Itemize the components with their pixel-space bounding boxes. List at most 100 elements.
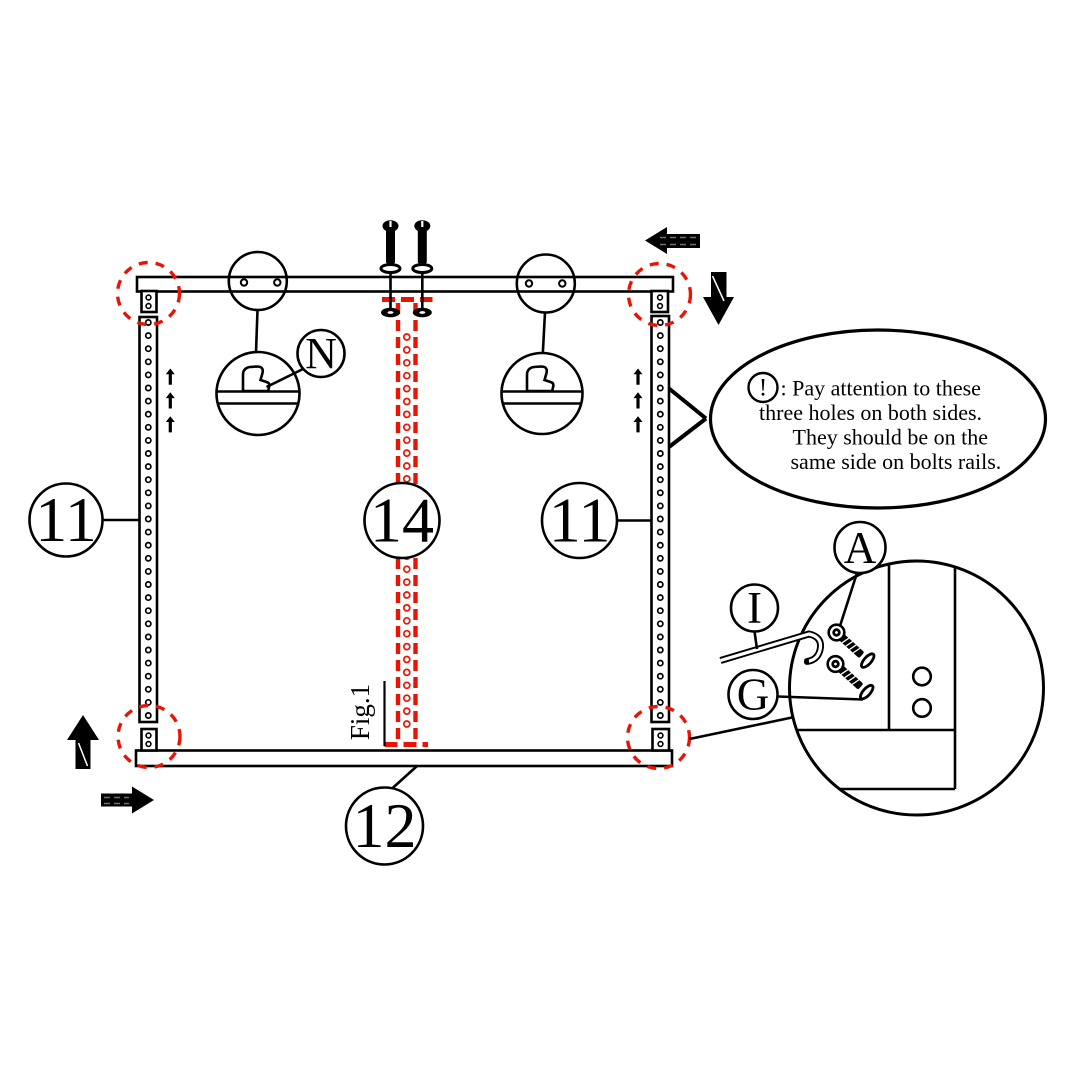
- label-G: G: [737, 670, 770, 720]
- figure-reference: Fig.1: [345, 681, 386, 746]
- small-up-arrow-icon: [165, 368, 175, 385]
- rail-hole: [144, 698, 152, 706]
- rail-hole: [402, 410, 411, 419]
- fig-ref-label: Fig.1: [345, 684, 375, 740]
- frame: [134, 275, 675, 768]
- small-up-arrow-icon: [633, 392, 643, 409]
- rail-hole: [144, 633, 152, 641]
- label-14: 14: [370, 485, 434, 556]
- balloon-14: [363, 481, 441, 560]
- red-dashed-circle-top-right: [626, 261, 693, 328]
- rail-hole: [656, 332, 664, 340]
- balloon-12: [344, 786, 425, 866]
- rail-hole: [656, 463, 664, 471]
- rail-hole: [656, 646, 664, 654]
- rail-hole: [144, 594, 152, 602]
- rail-hole: [144, 423, 152, 431]
- bracket-detail-view-right: [500, 351, 584, 436]
- top-rail: [135, 275, 675, 293]
- rail-hole: [144, 541, 152, 549]
- balloon-A: [833, 520, 887, 575]
- leader-line: [777, 695, 864, 701]
- label-11-left: 11: [35, 484, 97, 555]
- rail-hole: [144, 476, 152, 484]
- rail-hole: [402, 604, 411, 612]
- rail-hole: [402, 384, 411, 393]
- label-N: N: [305, 329, 337, 378]
- rail-hole: [656, 489, 664, 497]
- part-number-balloons: 11 14 11 12: [28, 481, 652, 866]
- bolt-with-washers: [379, 220, 402, 318]
- small-up-arrow-icon: [633, 416, 643, 433]
- detail-bolt-2: [826, 654, 875, 701]
- rail-hole: [402, 668, 411, 677]
- rail-hole: [656, 672, 664, 680]
- label-circle-N: [296, 328, 346, 379]
- leader-line: [838, 572, 859, 627]
- small-up-arrow-icon: [633, 368, 643, 385]
- rail-hole: [656, 423, 664, 431]
- rail-hole: [144, 659, 152, 667]
- rail-hole: [144, 646, 152, 654]
- rail-hole: [144, 712, 152, 719]
- rail-hole: [656, 607, 664, 615]
- rail-hole: [402, 629, 411, 638]
- top-rail-holes: [239, 278, 567, 288]
- washer-icon: [860, 652, 876, 669]
- note-line-3: They should be on the: [793, 425, 989, 450]
- top-bolts: [379, 220, 434, 318]
- alignment-arrows: [165, 368, 643, 433]
- balloon-11-left: [28, 482, 104, 558]
- bracket-top-right: [650, 289, 670, 314]
- balloon-I: [729, 583, 780, 633]
- rail-hole: [656, 476, 664, 484]
- rail-hole: [402, 475, 411, 483]
- rail-hole: [656, 581, 664, 588]
- rail-hole: [144, 672, 152, 680]
- rail-hole: [656, 450, 664, 457]
- label-A: A: [844, 523, 877, 573]
- right-arrow-icon: [101, 786, 154, 814]
- rail-hole: [656, 541, 664, 549]
- rail-hole: [144, 463, 152, 471]
- warning-symbol-circle: [747, 371, 779, 404]
- rail-hole: [144, 450, 152, 457]
- note-bubble: [708, 328, 1048, 510]
- rail-hole: [656, 528, 664, 536]
- rail-hole: [656, 633, 664, 641]
- rail-hole: [656, 685, 664, 693]
- note-pointer: [667, 386, 708, 421]
- rail-hole: [144, 332, 152, 340]
- note-pointer: [667, 416, 708, 449]
- rail-hole: [402, 707, 411, 715]
- rail-hole: [656, 319, 664, 326]
- small-up-arrow-icon: [165, 416, 175, 433]
- rail-hole: [144, 358, 152, 366]
- rail-hole: [402, 591, 411, 599]
- up-arrow-icon: [67, 715, 99, 769]
- rail-hole: [402, 371, 411, 380]
- label-I: I: [747, 583, 762, 633]
- rail-hole: [144, 567, 152, 575]
- rail-hole: [144, 345, 152, 353]
- rail-hole: [144, 489, 152, 497]
- direction-arrows: [67, 227, 734, 814]
- rail-hole: [656, 594, 664, 602]
- hook-tab-icon: [525, 365, 555, 393]
- rail-hole: [402, 333, 411, 341]
- leader-line: [541, 312, 547, 354]
- small-up-arrow-icon: [165, 392, 175, 409]
- attention-note: ! : Pay attention to these three holes o…: [667, 328, 1048, 510]
- detail-leader-line: [689, 716, 793, 741]
- rail-hole: [656, 410, 664, 418]
- bracket-detail-view-left: [215, 350, 301, 437]
- rail-hole: [402, 358, 411, 367]
- rail-hole: [656, 502, 664, 510]
- right-rail-holes: [656, 319, 664, 719]
- bracket-holes: [145, 294, 664, 748]
- rail-hole: [144, 502, 152, 510]
- red-dashed-circle-bottom-left: [116, 703, 182, 770]
- rail-hole: [656, 567, 664, 575]
- red-dashed-circle-bottom-right: [625, 704, 692, 771]
